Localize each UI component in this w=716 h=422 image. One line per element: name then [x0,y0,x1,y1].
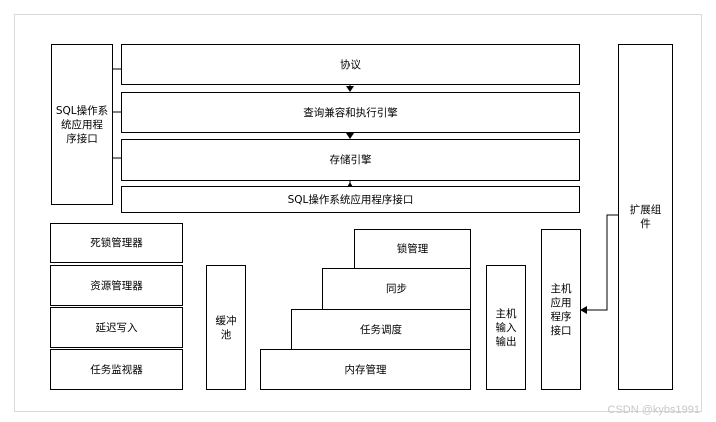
host-api-box: 主机 应用 程序 接口 [541,229,581,390]
host-io-box: 主机 输入 输出 [486,265,526,390]
sync-box: 同步 [322,268,471,310]
task-scheduling-box: 任务调度 [291,309,471,350]
storage-engine-box: 存储引擎 [121,139,580,181]
watermark: CSDN @kybs1991 [607,404,700,416]
buffer-pool-box: 缓冲 池 [206,265,246,390]
resource-manager-box: 资源管理器 [50,265,183,306]
task-monitor-box: 任务监视器 [50,349,183,390]
deadlock-manager-box: 死锁管理器 [50,223,183,263]
extension-component-box: 扩展组 件 [618,44,673,390]
sql-os-api-bottom-box: SQL操作系统应用程序接口 [121,186,580,213]
query-engine-box: 查询兼容和执行引擎 [121,92,580,133]
lock-management-box: 锁管理 [354,229,471,269]
diagram-frame [14,14,702,412]
lazy-writer-box: 延迟写入 [50,307,183,348]
memory-management-box: 内存管理 [260,349,471,390]
protocol-box: 协议 [121,44,580,85]
sql-os-api-left: SQL操作系 统应用程 序接口 [51,44,113,205]
